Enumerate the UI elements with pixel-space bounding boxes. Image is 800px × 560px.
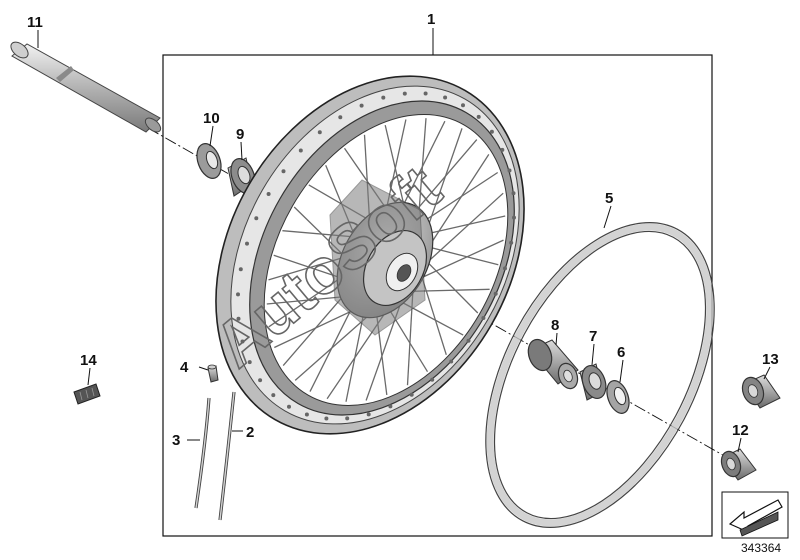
rim-hole <box>511 191 516 196</box>
rim-hole <box>240 339 245 344</box>
callout-2: 2 <box>246 424 254 441</box>
direction-arrow-icon <box>721 491 789 539</box>
callout-8: 8 <box>551 317 559 334</box>
spoke-icon <box>194 397 211 509</box>
wheel-spoke <box>418 239 504 280</box>
rim-hole <box>461 103 465 108</box>
rim-hole <box>500 147 505 152</box>
rim-hole <box>236 316 241 321</box>
callout-7: 7 <box>589 328 597 345</box>
callout-6: 6 <box>617 344 625 361</box>
wheel-spoke <box>423 192 504 266</box>
callout-11: 11 <box>27 14 43 31</box>
shaft-seal-icon <box>196 143 222 179</box>
rim-hole <box>236 292 240 297</box>
rim-hole <box>388 404 393 409</box>
callout-4: 4 <box>180 359 189 376</box>
rim-hole <box>507 168 512 173</box>
callout-12: 12 <box>732 422 749 439</box>
rim-hole <box>423 91 428 96</box>
rim-tape-icon <box>485 222 715 528</box>
callout-9: 9 <box>236 126 244 143</box>
rim-hole <box>509 240 514 245</box>
rim-hole <box>258 378 263 383</box>
leader-lines <box>37 28 771 453</box>
rim-hole <box>381 95 386 100</box>
spacer-bushing-icon <box>741 374 781 409</box>
balance-weight-icon <box>73 383 101 405</box>
callout-14: 14 <box>80 352 97 369</box>
rim-hole <box>476 114 481 119</box>
rim-hole <box>271 393 276 398</box>
rim-hole <box>430 377 435 382</box>
callout-10: 10 <box>203 110 220 127</box>
callout-5: 5 <box>605 190 613 207</box>
rim-hole <box>338 115 343 120</box>
rim-hole <box>449 359 454 364</box>
rim-hole <box>287 404 291 409</box>
rim-hole <box>304 412 309 417</box>
wheel-spoke <box>421 215 506 236</box>
rim-hole <box>247 360 252 365</box>
rim-hole <box>466 338 471 343</box>
wheel-spoke <box>424 259 479 314</box>
rim-hole <box>402 91 407 96</box>
catalog-number: 343364 <box>741 541 781 555</box>
rim-hole <box>443 95 448 100</box>
axle-icon <box>10 41 162 133</box>
rim-hole <box>489 129 494 134</box>
spacer-bushing-icon <box>720 448 757 481</box>
wheel-spoke <box>414 171 499 228</box>
rim-hole <box>366 412 371 417</box>
rim-hole <box>359 103 364 108</box>
wheel-spoke <box>425 154 490 252</box>
spacer-sleeve-icon <box>527 338 579 390</box>
rim-hole <box>266 192 271 196</box>
wheel-spoke <box>420 273 447 355</box>
callout-labels: 1 2 3 4 5 6 7 8 9 10 11 12 13 14 <box>27 11 779 449</box>
rim-hole <box>298 148 303 153</box>
rim-hole <box>409 392 414 397</box>
rim-hole <box>345 416 350 421</box>
callout-3: 3 <box>172 432 180 449</box>
wheel-assembly-icon <box>215 75 525 435</box>
seal-ring-icon <box>606 380 630 414</box>
rim-hole <box>512 215 516 220</box>
rim-hole <box>245 241 249 246</box>
rim-hole <box>238 267 243 272</box>
rim-hole <box>493 291 498 296</box>
rim-hole <box>503 266 507 271</box>
wheel-spoke <box>423 128 463 240</box>
rim-hole <box>324 416 329 421</box>
rim-hole <box>317 130 322 135</box>
rim-hole <box>481 316 486 320</box>
ball-bearing-icon <box>579 363 607 401</box>
callout-1: 1 <box>427 11 435 28</box>
rim-hole <box>254 216 259 221</box>
rim-hole <box>281 169 286 174</box>
spoke-icon <box>218 391 236 521</box>
spoke-nipple-icon <box>207 364 219 383</box>
wheel-spoke <box>425 245 499 266</box>
callout-13: 13 <box>762 351 779 368</box>
